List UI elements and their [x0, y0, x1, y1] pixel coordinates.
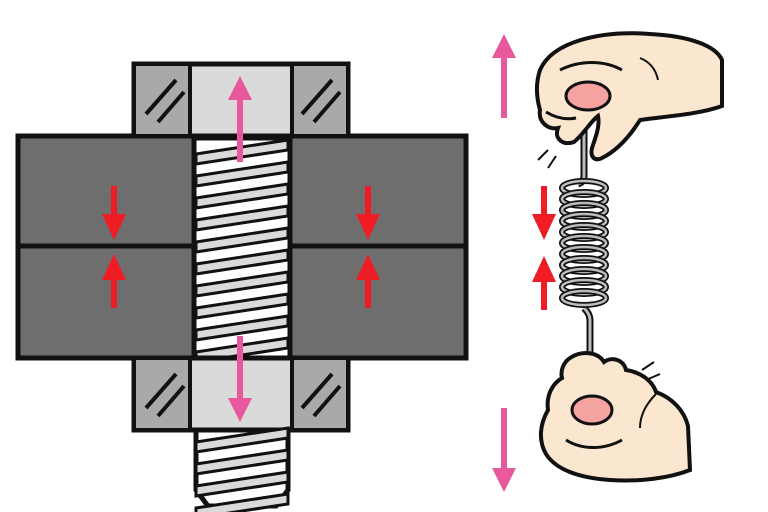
bolt-thread — [194, 270, 290, 298]
bolt-thread — [194, 160, 290, 188]
upper-plate-left — [15, 133, 197, 249]
compression-arrows-left — [102, 186, 126, 308]
bolt-tail — [193, 426, 291, 512]
upper-plate-right — [287, 133, 469, 249]
bolt-shank — [191, 135, 293, 361]
lower-plate-right — [287, 243, 469, 361]
bolt-head — [131, 61, 351, 139]
hand-top-icon — [535, 31, 724, 169]
spring-coil-highlight — [560, 289, 608, 307]
bolt-thread — [194, 426, 290, 454]
spring-compression-arrows — [532, 186, 556, 310]
bolt-thread — [194, 492, 290, 512]
bolt-thread — [194, 182, 290, 210]
bolt-thread — [194, 292, 290, 320]
bolt-thread — [194, 248, 290, 276]
bolt-thread — [194, 448, 290, 476]
bolt-thread — [194, 470, 290, 498]
spring-demo — [492, 31, 724, 492]
hand-bottom-icon — [539, 351, 693, 483]
bolt-thread — [194, 204, 290, 232]
lower-plate-left — [15, 243, 197, 361]
bolt-joint — [15, 61, 469, 512]
bolt-thread — [194, 226, 290, 254]
spring-coils — [559, 178, 609, 308]
bolt-thread — [194, 314, 290, 342]
compression-arrows-right — [356, 186, 380, 308]
